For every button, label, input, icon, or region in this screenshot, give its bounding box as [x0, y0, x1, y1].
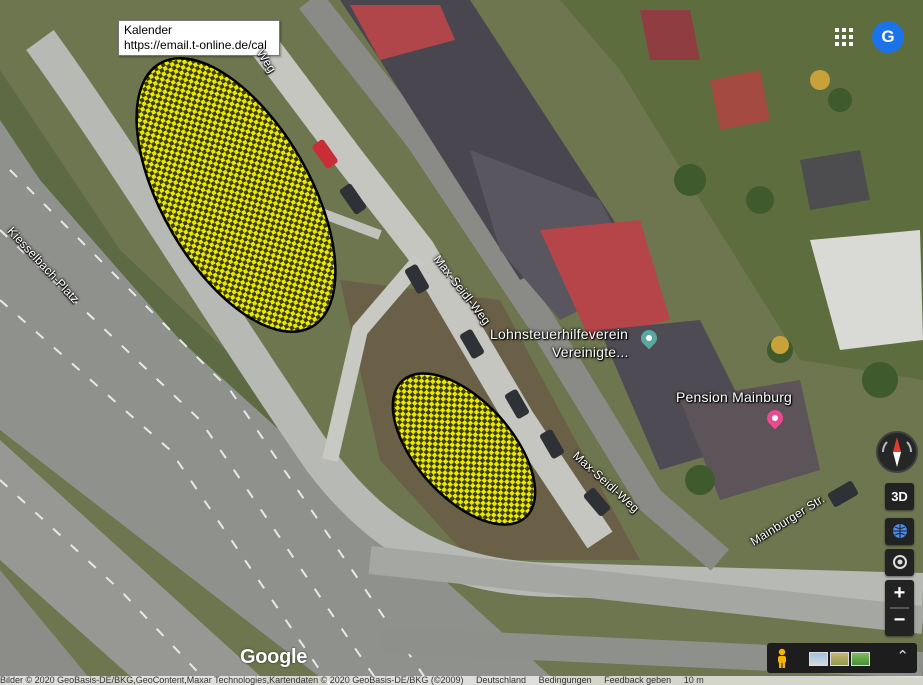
zoom-out-button[interactable]: −	[893, 609, 906, 631]
poi-pension-mainburg[interactable]: Pension Mainburg	[676, 389, 793, 405]
layers-icon-terrain[interactable]	[830, 652, 849, 666]
highlight-area-large	[135, 57, 337, 333]
globe-icon	[892, 524, 907, 538]
zoom-control: + −	[885, 580, 914, 636]
tooltip-title: Kalender	[124, 23, 173, 37]
compass-icon[interactable]	[876, 431, 918, 473]
globe-view-button[interactable]	[885, 518, 914, 545]
poi-lohnsteuerhilfeverein-line1[interactable]: Lohnsteuerhilfeverein	[490, 326, 629, 342]
apps-grid-icon[interactable]	[833, 26, 853, 46]
layers-bar: ⌃	[767, 643, 917, 673]
attribution-scale[interactable]: 10 m	[683, 676, 704, 685]
attribution-country[interactable]: Deutschland	[476, 676, 527, 685]
account-avatar[interactable]: G	[872, 21, 904, 53]
zoom-divider	[890, 607, 909, 609]
zoom-in-button[interactable]: +	[893, 582, 906, 604]
my-location-icon	[892, 555, 907, 569]
google-logo: Google	[240, 646, 308, 668]
my-location-button[interactable]	[885, 549, 914, 576]
tooltip-url: https://email.t-online.de/cal	[124, 38, 267, 52]
attribution-imagery: Bilder © 2020 GeoBasis-DE/BKG,GeoContent…	[0, 676, 464, 685]
pegman-icon[interactable]	[773, 648, 791, 668]
layers-icon-satellite[interactable]	[851, 652, 870, 666]
layers-icon-map[interactable]	[809, 652, 828, 666]
highlight-area-small	[391, 372, 537, 526]
browser-tooltip: Kalender https://email.t-online.de/cal	[118, 20, 280, 56]
expand-icon[interactable]: ⌃	[896, 648, 909, 665]
tilt-3d-button[interactable]: 3D	[885, 483, 914, 510]
attribution-terms[interactable]: Bedingungen	[538, 676, 592, 685]
attribution-feedback[interactable]: Feedback geben	[604, 676, 672, 685]
attribution-bar: Bilder © 2020 GeoBasis-DE/BKG,GeoContent…	[0, 676, 923, 685]
poi-lohnsteuerhilfeverein-line2[interactable]: Vereinigte...	[552, 344, 629, 360]
